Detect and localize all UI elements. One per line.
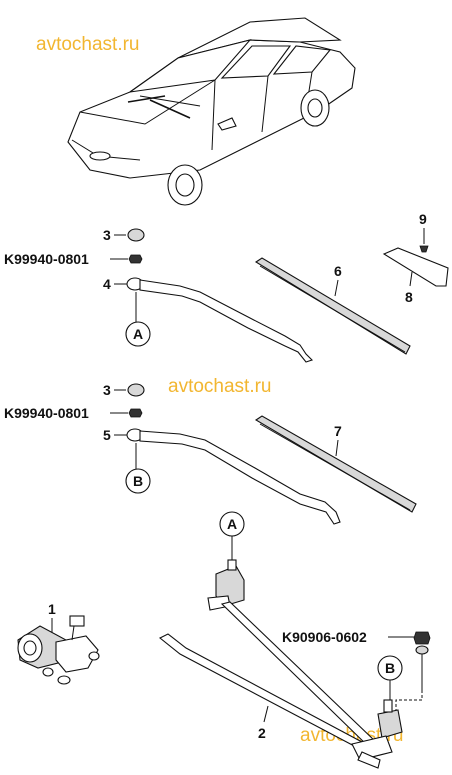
callout-7: 7 (334, 423, 342, 439)
wiper-arm-icon (126, 277, 314, 363)
svg-text:B: B (385, 660, 395, 676)
callout-6: 6 (334, 263, 342, 279)
wiper-blade-icon (254, 257, 411, 355)
callout-4: 4 (103, 276, 111, 292)
watermark-middle: avtochast.ru (168, 376, 272, 397)
callout-8: 8 (405, 289, 413, 305)
part-number-nut-lower: K99940-0801 (4, 405, 89, 421)
part-number-link-nut: K90906-0602 (282, 629, 367, 645)
blade-part-8 (382, 247, 449, 287)
link-washer (415, 645, 429, 655)
wiper-motor-icon (17, 615, 100, 685)
connector-b-upper (125, 468, 151, 494)
svg-text:A: A (227, 516, 237, 532)
clip-part (419, 245, 429, 253)
callout-3-upper: 3 (103, 227, 111, 243)
wiper-blade-icon-lower (254, 415, 417, 513)
svg-text:B: B (133, 473, 143, 489)
callout-9: 9 (419, 211, 427, 227)
callout-3-lower: 3 (103, 382, 111, 398)
link-nut (413, 631, 431, 645)
arm-cap-upper (127, 228, 145, 242)
sedan-car-icon (67, 17, 356, 206)
watermark-top: avtochast.ru (36, 34, 140, 55)
arm-nut-upper (128, 254, 143, 264)
part-number-nut-upper: K99940-0801 (4, 251, 89, 267)
svg-text:A: A (133, 326, 143, 342)
arm-nut-lower (128, 408, 143, 418)
wiper-linkage-icon (158, 559, 403, 769)
callout-5: 5 (103, 427, 111, 443)
wiper-arm-icon-lower (126, 428, 341, 525)
callout-1: 1 (48, 601, 56, 617)
arm-cap-lower (127, 383, 145, 397)
connector-a-upper (125, 321, 151, 347)
callout-2: 2 (258, 725, 266, 741)
